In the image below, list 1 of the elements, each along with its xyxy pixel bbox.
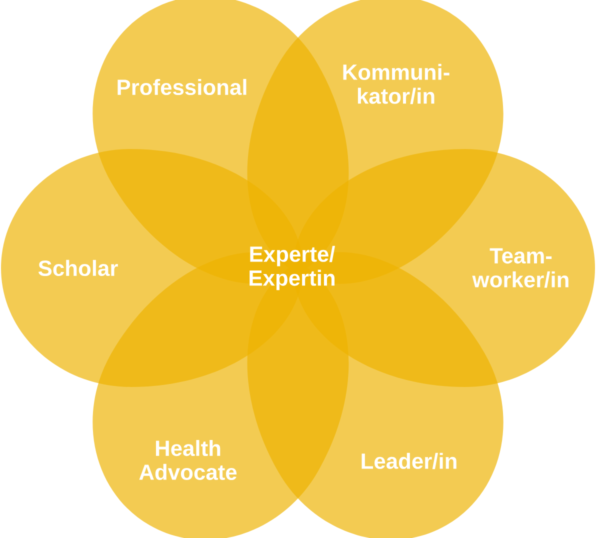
center-label: Experte/ Expertin <box>250 246 336 290</box>
